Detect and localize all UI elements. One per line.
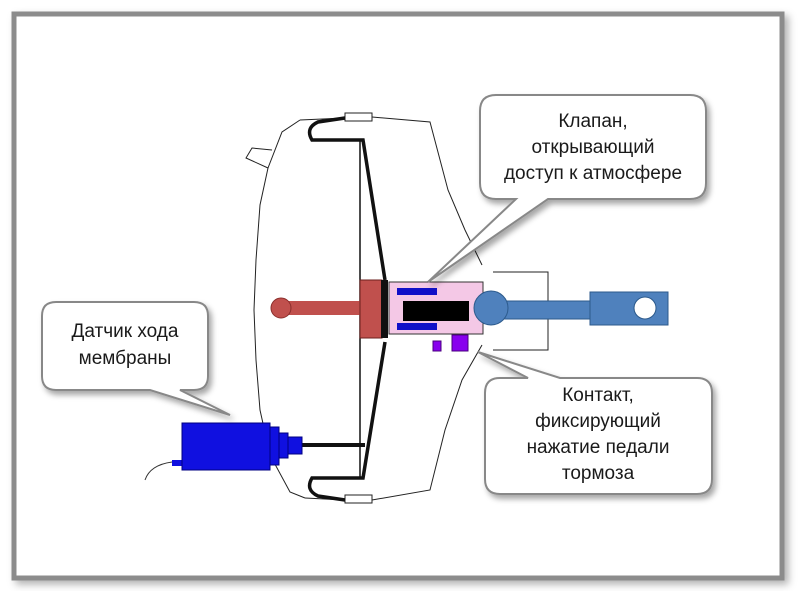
callout-sensor [41,301,231,416]
valve-body [388,281,484,335]
callout-contact-line-4: тормоза [562,463,635,484]
contact-small [432,340,442,352]
callout-contact-line-1: Контакт, [562,385,634,406]
callout-contact-line-3: нажатие педали [527,437,670,458]
callout-valve [427,94,707,283]
callout-valve-line-2: открывающий [532,137,655,158]
top-seal [344,112,373,122]
input-rod [473,290,669,326]
stroke-sensor [144,422,303,481]
callout-sensor-line-2: мембраны [79,348,172,369]
callout-contact [477,351,713,495]
bottom-seal [344,494,373,504]
callout-sensor-line-1: Датчик хода [72,321,179,342]
callout-valve-line-1: Клапан, [558,111,627,132]
push-rod [270,279,388,339]
callout-contact-line-2: фиксирующий [535,411,661,432]
callout-valve-line-3: доступ к атмосфере [504,163,682,184]
contact-large [451,334,469,352]
